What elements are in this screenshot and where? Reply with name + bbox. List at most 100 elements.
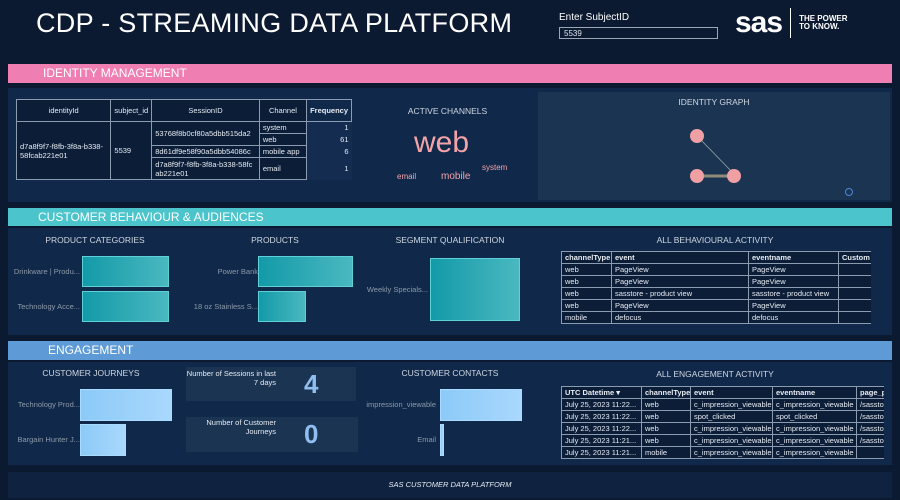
table-cell: PageView [748, 263, 839, 276]
product_categories-bar[interactable] [82, 291, 169, 322]
table-cell: c_impression_viewable [772, 434, 857, 447]
table-cell: web [561, 275, 612, 288]
engagement_activity-col-header[interactable]: UTC Datetime ▾ [561, 386, 642, 399]
table-cell [838, 275, 871, 288]
customer_contacts-bar-label: Email [417, 435, 436, 444]
engagement_activity-col-header[interactable]: channelType [641, 386, 691, 399]
engagement-section-header: ENGAGEMENT [8, 341, 892, 360]
table-cell: c_impression_viewable [772, 446, 857, 459]
customer_contacts-bar[interactable] [440, 424, 445, 456]
customer_contacts-bar-label: impression_viewable [366, 400, 436, 409]
subject-id-input[interactable] [559, 27, 718, 39]
product_categories-bar-label: Drinkware | Produ... [13, 266, 80, 276]
table-cell [838, 311, 871, 324]
table-cell: web [641, 434, 691, 447]
subject-id-label: Enter SubjectID [559, 12, 630, 23]
table-cell: July 25, 2023 11:22... [561, 410, 642, 423]
table-cell: PageView [748, 275, 839, 288]
col-identityid[interactable]: identityId [15, 99, 112, 122]
identity-graph[interactable] [678, 122, 758, 192]
info-icon[interactable] [845, 188, 853, 196]
table-cell: PageView [611, 299, 749, 312]
engagement_activity-col-header[interactable]: event [690, 386, 773, 399]
cell-subject-id: 5539 [110, 121, 153, 180]
table-cell: web [641, 422, 691, 435]
col-frequency[interactable]: Frequency [306, 99, 352, 122]
table-cell: defocus [611, 311, 749, 324]
word-email: email [397, 172, 417, 181]
table-cell: July 25, 2023 11:21... [561, 446, 642, 459]
table-cell: defocus [748, 311, 839, 324]
table-cell: c_impression_viewable [772, 422, 857, 435]
col-sessionid[interactable]: SessionID [151, 99, 260, 122]
cell-session: 53768f8b0cf80a5dbb515da2 [151, 121, 260, 146]
word-system: system [482, 163, 508, 172]
customer_journeys-bar[interactable] [80, 389, 172, 421]
cell-channel: email [258, 157, 308, 180]
table-cell: mobile [561, 311, 612, 324]
behaviour_activity-col-header[interactable]: event [611, 251, 749, 264]
col-subject-id[interactable]: subject_id [110, 99, 153, 122]
graph-node[interactable] [690, 169, 704, 183]
segments-bar[interactable] [430, 258, 520, 321]
product_categories-bar[interactable] [82, 256, 169, 287]
segment-qualification-title: SEGMENT QUALIFICATION [395, 235, 505, 245]
products-bar[interactable] [258, 256, 353, 287]
cell-identity-id: d7a8f9f7-f8fb-3f8a-b338-58fcab221e01 [15, 121, 112, 180]
table-cell: /sasstor [856, 422, 884, 435]
product-categories-title: PRODUCT CATEGORIES [45, 235, 145, 245]
table-cell: spot_clicked [690, 410, 773, 423]
behaviour_activity-col-header[interactable]: channelType [561, 251, 612, 264]
table-cell: c_impression_viewable [690, 422, 773, 435]
products-bar[interactable] [258, 291, 306, 322]
footer: SAS CUSTOMER DATA PLATFORM [8, 472, 892, 498]
table-cell: c_impression_viewable [690, 446, 773, 459]
customer_contacts-bar[interactable] [440, 389, 522, 421]
active-channels-title: ACTIVE CHANNELS [407, 106, 488, 116]
table-cell: web [561, 287, 612, 300]
col-channel[interactable]: Channel [258, 99, 308, 122]
page-title: CDP - STREAMING DATA PLATFORM [36, 8, 513, 38]
graph-node[interactable] [727, 169, 741, 183]
logo-divider [790, 8, 792, 38]
engagement_activity-col-header[interactable]: page_p [856, 386, 884, 399]
table-cell: mobile [641, 446, 691, 459]
identity-table: identityId subject_id SessionID Channel … [15, 99, 352, 180]
graph-node[interactable] [690, 129, 704, 143]
table-cell [838, 299, 871, 312]
sas-logo: sas THE POWER TO KNOW. [735, 6, 849, 40]
behaviour_activity-col-header[interactable]: eventname [748, 251, 839, 264]
table-cell: /sasstor [856, 434, 884, 447]
table-cell: c_impression_viewable [690, 434, 773, 447]
identity-graph-panel: IDENTITY GRAPH [538, 92, 890, 200]
kpi-journeys-card: Number of Customer Journeys 0 [186, 417, 358, 452]
products-title: PRODUCTS [251, 235, 299, 245]
product_categories-bar-label: Technology Acce... [17, 301, 80, 311]
behaviour-section-header: CUSTOMER BEHAVIOUR & AUDIENCES [8, 208, 892, 226]
kpi-sessions-card: Number of Sessions in last 7 days 4 [186, 367, 356, 401]
table-cell: July 25, 2023 11:22... [561, 422, 642, 435]
segments-bar-label: Weekly Specials... [366, 284, 428, 294]
cell-frequency: 6 [306, 145, 352, 158]
word-mobile: mobile [441, 171, 471, 182]
customer_journeys-bar[interactable] [80, 424, 126, 456]
sas-logo-text: sas [735, 6, 783, 39]
table-cell [838, 287, 871, 300]
table-cell: /sasstor [856, 410, 884, 423]
engagement_activity-col-header[interactable]: eventname [772, 386, 857, 399]
behaviour_activity-col-header[interactable]: Custom [838, 251, 871, 264]
